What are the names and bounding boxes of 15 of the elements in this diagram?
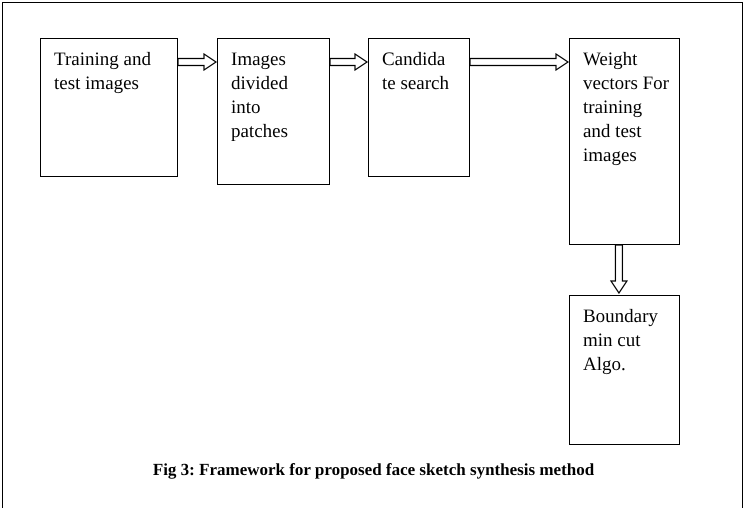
box-label: Training and test images (54, 48, 152, 96)
box-label: Images divided into patches (231, 48, 289, 144)
arrow (329, 52, 368, 72)
process-box (217, 38, 330, 185)
arrow (177, 52, 218, 72)
arrow (469, 52, 570, 72)
box-label: Boundary min cut Algo. (583, 305, 659, 377)
figure-caption: Fig 3: Framework for proposed face sketch synthesis method (152, 460, 594, 480)
box-label: Weight vectors For training and test images (583, 48, 670, 168)
process-box (569, 38, 680, 245)
process-box (569, 295, 680, 445)
arrow (610, 244, 628, 294)
process-box (368, 38, 470, 177)
box-label: Candida te search (382, 48, 450, 96)
process-box (40, 38, 178, 177)
